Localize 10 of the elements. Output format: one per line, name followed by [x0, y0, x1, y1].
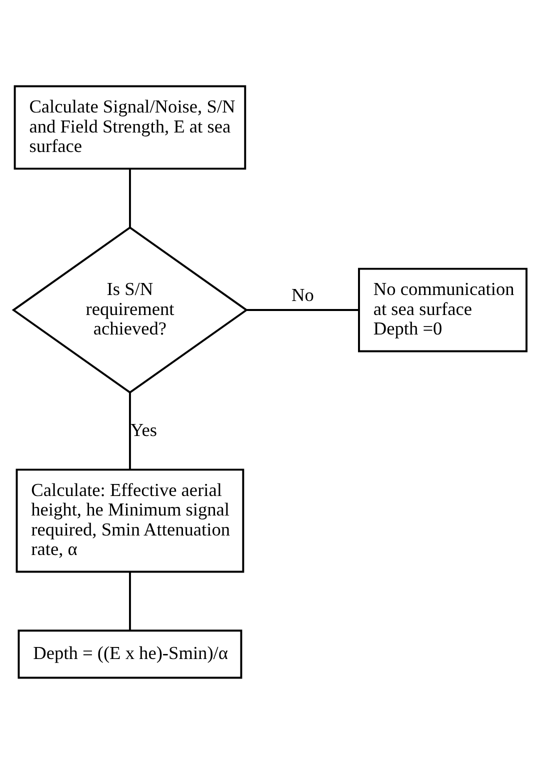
node-box: Depth = ((E x he)-Smin)/α: [18, 630, 242, 679]
connector: [128, 572, 131, 631]
node-box: No communication at sea surface Depth =0: [358, 268, 528, 352]
edge-label: No: [292, 285, 314, 306]
node-box: Calculate: Effective aerial height, he Minimum signal required, Smin Attenuation rate, α: [16, 468, 244, 573]
connector: [246, 309, 359, 311]
connector: [128, 392, 131, 470]
node-diamond: Is S/N requirement achieved?: [12, 226, 248, 394]
node-box: Calculate Signal/Noise, S/N and Field Strength, E at sea surface: [14, 85, 246, 170]
connector: [128, 168, 131, 228]
